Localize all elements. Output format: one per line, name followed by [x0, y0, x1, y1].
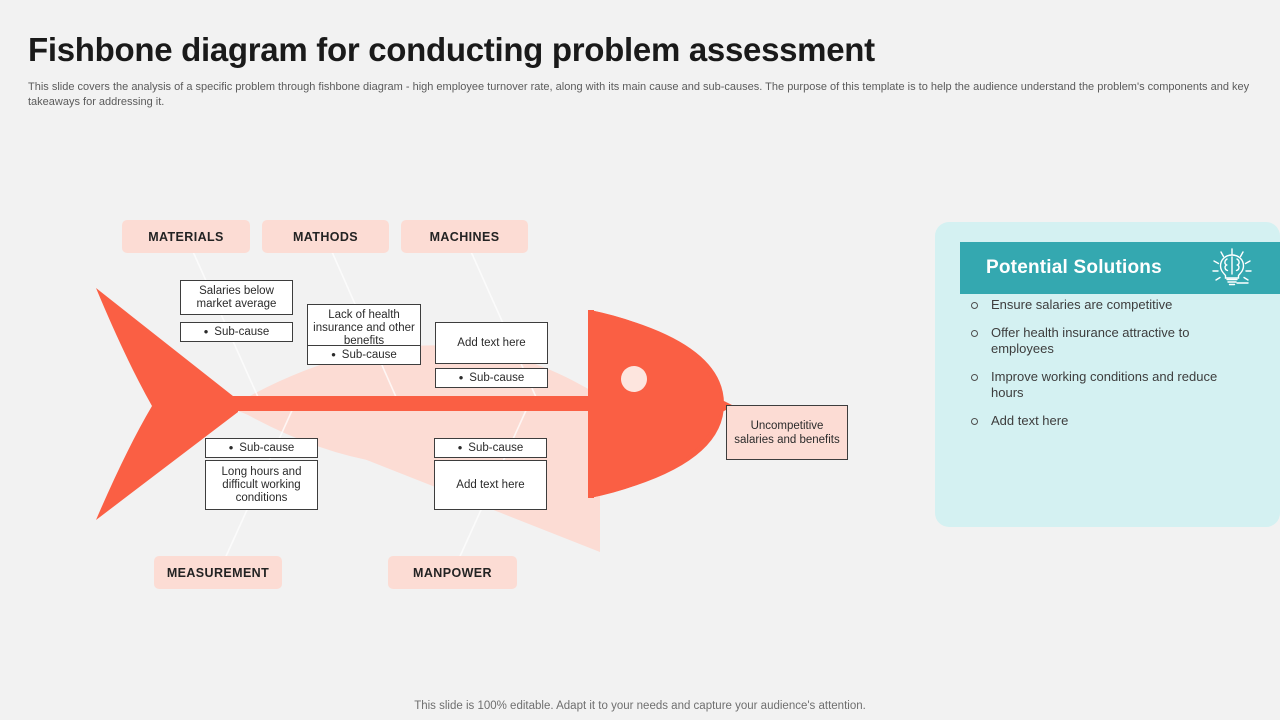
category-label: MATHODS [292, 229, 359, 244]
bullet-icon: • [203, 323, 209, 339]
cause-box-mathods[interactable]: Lack of health insurance and other benef… [307, 304, 421, 352]
sub-cause-box-manpower[interactable]: • Sub-cause [434, 438, 547, 458]
solutions-title: Potential Solutions [986, 257, 1162, 278]
brain-bulb-icon [1210, 247, 1254, 296]
fish-head-top [590, 310, 724, 404]
sub-cause-label: Sub-cause [469, 372, 525, 384]
category-label: MANPOWER [413, 565, 492, 580]
cause-box-measurement[interactable]: Long hours and difficult working conditi… [205, 460, 318, 510]
footer-note: This slide is 100% editable. Adapt it to… [414, 700, 866, 712]
solution-list-item[interactable]: Ensure salaries are competitive [971, 297, 1249, 314]
sub-cause-box-materials[interactable]: • Sub-cause [180, 322, 293, 342]
fish-head-bottom [590, 404, 724, 498]
category-label: MEASUREMENT [166, 565, 270, 580]
cause-box-materials[interactable]: Salaries below market average [180, 280, 293, 315]
category-pill-mathods[interactable]: MATHODS [262, 220, 389, 253]
sub-cause-box-mathods[interactable]: • Sub-cause [307, 345, 421, 365]
solution-text: Add text here [991, 412, 1069, 428]
sub-cause-label: Sub-cause [214, 326, 270, 338]
problem-statement-box[interactable]: Uncompetitive salaries and benefits [726, 405, 848, 460]
solution-list-item[interactable]: Offer health insurance attractive to emp… [971, 325, 1249, 358]
fish-tail [96, 288, 238, 520]
circle-bullet-icon [971, 329, 978, 337]
circle-bullet-icon [971, 373, 978, 381]
sub-cause-box-measurement[interactable]: • Sub-cause [205, 438, 318, 458]
solution-list-item[interactable]: Improve working conditions and reduce ho… [971, 369, 1249, 402]
category-label: MATERIALS [148, 229, 224, 244]
bullet-icon: • [331, 346, 336, 362]
solution-text: Improve working conditions and reduce ho… [991, 368, 1218, 401]
fish-eye [621, 366, 647, 392]
category-pill-manpower[interactable]: MANPOWER [388, 556, 517, 589]
category-pill-materials[interactable]: MATERIALS [122, 220, 250, 253]
page-title: Fishbone diagram for conducting problem … [28, 31, 875, 68]
solution-text: Offer health insurance attractive to emp… [991, 324, 1190, 357]
fishbone-diagram: MATERIALS MATHODS MACHINES MEASUREMENT M… [0, 150, 920, 620]
solutions-list: Ensure salaries are competitive Offer he… [971, 297, 1249, 440]
bullet-icon: • [228, 439, 234, 455]
circle-bullet-icon [971, 302, 978, 309]
fish-head-back [588, 310, 594, 498]
bullet-icon: • [457, 439, 463, 455]
solution-list-item[interactable]: Add text here [971, 413, 1249, 430]
sub-cause-label: Sub-cause [468, 442, 524, 454]
sub-cause-box-machines[interactable]: • Sub-cause [435, 368, 548, 388]
cause-box-manpower[interactable]: Add text here [434, 460, 547, 510]
solution-text: Ensure salaries are competitive [991, 297, 1173, 312]
page-subtitle: This slide covers the analysis of a spec… [28, 81, 1250, 108]
fish-spine [232, 396, 592, 411]
solutions-header: Potential Solutions [960, 242, 1280, 294]
potential-solutions-panel: Potential Solutions [935, 222, 1280, 527]
circle-bullet-icon [971, 417, 978, 425]
category-pill-measurement[interactable]: MEASUREMENT [154, 556, 282, 589]
sub-cause-label: Sub-cause [239, 442, 295, 454]
category-label: MACHINES [429, 229, 500, 244]
sub-cause-label: Sub-cause [341, 349, 397, 361]
bullet-icon: • [458, 369, 464, 385]
category-pill-machines[interactable]: MACHINES [401, 220, 528, 253]
cause-box-machines[interactable]: Add text here [435, 322, 548, 364]
